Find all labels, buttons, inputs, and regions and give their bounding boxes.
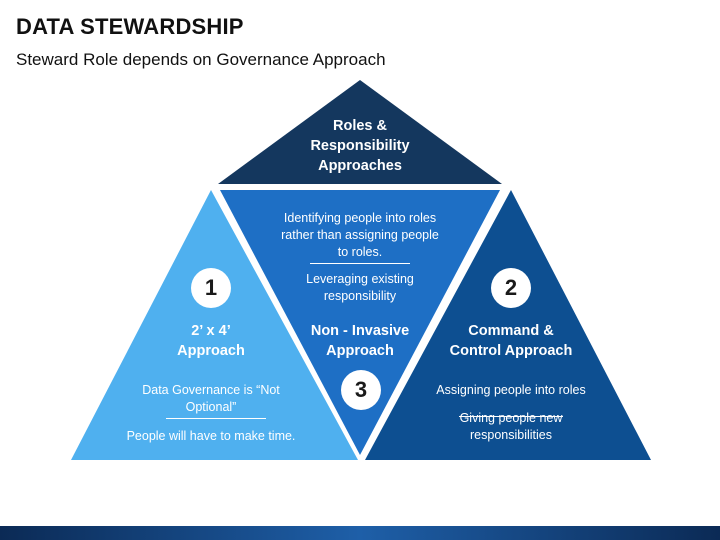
center-point-1-line-3: to roles.	[337, 245, 383, 259]
top-heading-line-3: Approaches	[318, 158, 402, 174]
footer-band	[0, 526, 720, 540]
left-heading: 2’ x 4’ Approach	[141, 321, 281, 361]
center-point-2-line-2: responsibility	[323, 289, 397, 303]
right-heading-line-2: Control Approach	[449, 343, 573, 359]
left-point-1-line-1: Data Governance is “Not	[142, 383, 280, 397]
center-heading: Non - Invasive Approach	[280, 321, 440, 361]
right-point-2-line-1: Giving people new	[459, 411, 563, 425]
left-heading-line-1: 2’ x 4’	[191, 323, 231, 339]
center-heading-line-1: Non - Invasive	[310, 323, 410, 339]
center-point-1-line-2: rather than assigning people	[281, 228, 439, 242]
left-triangle	[71, 190, 358, 460]
center-point-1-line-1: Identifying people into roles	[283, 211, 437, 225]
left-point-1: Data Governance is “Not Optional”	[121, 382, 301, 416]
page-title: DATA STEWARDSHIP	[16, 14, 244, 39]
number-badge-1: 1	[191, 268, 231, 308]
center-triangle	[220, 190, 500, 455]
page-subtitle: Steward Role depends on Governance Appro…	[16, 50, 386, 69]
right-point-2: Giving people new responsibilities	[431, 410, 591, 444]
top-heading-line-2: Responsibility	[310, 138, 410, 154]
number-badge-3: 3	[341, 370, 381, 410]
right-point-1: Assigning people into roles	[436, 383, 586, 397]
right-heading-line-1: Command &	[468, 323, 554, 339]
left-point-1-line-2: Optional”	[185, 400, 237, 414]
center-point-2-line-1: Leveraging existing	[306, 272, 414, 286]
top-triangle-heading: Roles & Responsibility Approaches	[280, 116, 440, 176]
left-heading-line-2: Approach	[177, 343, 245, 359]
right-divider	[459, 416, 563, 417]
center-point-2: Leveraging existing responsibility	[270, 271, 450, 305]
left-divider	[166, 418, 266, 419]
center-heading-line-2: Approach	[326, 343, 394, 359]
number-badge-2: 2	[491, 268, 531, 308]
center-divider	[310, 263, 410, 264]
top-heading-line-1: Roles &	[333, 118, 387, 134]
right-triangle	[365, 190, 651, 460]
right-heading: Command & Control Approach	[431, 321, 591, 361]
center-point-1: Identifying people into roles rather tha…	[250, 210, 470, 261]
left-point-2: People will have to make time.	[126, 429, 296, 443]
right-point-2-line-2: responsibilities	[470, 428, 552, 442]
top-triangle	[218, 80, 502, 184]
